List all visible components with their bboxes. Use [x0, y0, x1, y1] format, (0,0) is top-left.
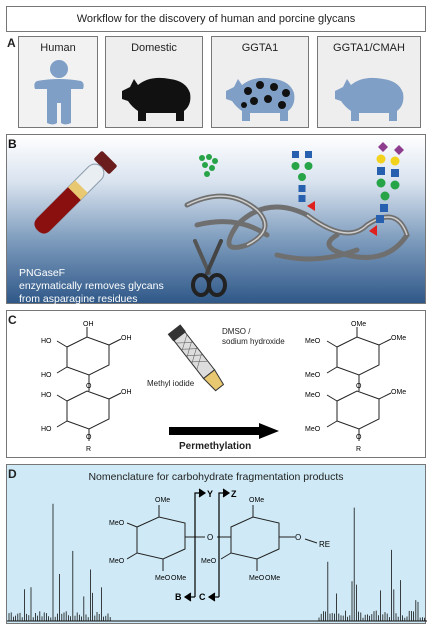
- c-right-ome-1: OMe: [351, 321, 366, 328]
- permethylation-arrow: [169, 423, 279, 439]
- frag-c-label: C: [199, 592, 206, 602]
- panel-b-letter: B: [8, 137, 17, 151]
- c-left-r: R: [86, 446, 91, 453]
- c-left-oh-2: OH: [121, 335, 132, 342]
- species-ggta1-cmah-box: GGTA1/CMAH: [317, 36, 421, 128]
- panel-b-glycan-release: B: [6, 134, 426, 318]
- dmso-label: DMSO /: [222, 327, 251, 336]
- ms-spectrum-background: [7, 503, 427, 622]
- d-ome-1: OMe: [155, 497, 170, 504]
- c-left-ho-1: HO: [41, 338, 52, 345]
- panel-c-permethylation: C OH OH HO HO O OH HO HO O R DMSO / sodi…: [6, 310, 426, 458]
- frag-y-label: Y: [207, 489, 213, 499]
- glycoprotein-ribbon: [184, 193, 410, 262]
- c-right-ome-2: OMe: [391, 335, 406, 342]
- species-domestic-box: Domestic: [105, 36, 203, 128]
- high-mannose-glycan-icon: [199, 154, 218, 177]
- ggta1-cmah-pig-icon: [335, 77, 404, 121]
- complex-glycan-icon: [291, 151, 315, 211]
- species-human-label: Human: [40, 42, 76, 54]
- species-ggta1-cmah-label: GGTA1/CMAH: [333, 42, 405, 54]
- panel-c-letter: C: [8, 313, 17, 327]
- frag-z-label: Z: [231, 489, 237, 499]
- pngasef-line-1: PNGaseF: [19, 267, 66, 279]
- pngasef-description: PNGaseF enzymatically removes glycans fr…: [19, 267, 164, 319]
- c-left-o-ring: O: [86, 434, 92, 441]
- species-ggta1-label: GGTA1: [241, 42, 279, 54]
- c-left-oh-1: OH: [83, 321, 94, 328]
- ggta1-spotted-pig-icon: [226, 77, 295, 121]
- c-right-meo-4: MeO: [305, 426, 321, 433]
- c-left-ho-2: HO: [41, 372, 52, 379]
- d-ome-2: OMe: [171, 575, 186, 582]
- frag-b-label: B: [175, 592, 182, 602]
- permethylated-disaccharide-structure: OMe OMe MeO MeO O OMe MeO MeO O R: [305, 321, 406, 453]
- c-right-meo-2: MeO: [305, 372, 321, 379]
- c-right-ome-3: OMe: [391, 389, 406, 396]
- d-glycosidic-o: O: [207, 533, 213, 542]
- c-left-oh-3: OH: [121, 389, 132, 396]
- fragmentation-structure: Y Z B C OMe MeO MeO MeO OMe O OMe MeO Me…: [109, 488, 330, 602]
- c-right-meo-3: MeO: [305, 392, 321, 399]
- native-disaccharide-structure: OH OH HO HO O OH HO HO O R: [41, 321, 132, 453]
- d-ome-3: OMe: [249, 497, 264, 504]
- panel-d-fragmentation: D Nomenclature for carbohydrate fragment…: [6, 464, 427, 624]
- test-tube-icon: [34, 151, 117, 234]
- d-ome-4: OMe: [265, 575, 280, 582]
- d-re-label: RE: [319, 540, 330, 549]
- methyl-iodide-label: Methyl iodide: [147, 379, 195, 388]
- scissors-icon: [191, 239, 227, 297]
- c-right-meo-1: MeO: [305, 338, 321, 345]
- d-anomeric-o: O: [295, 533, 301, 542]
- reagent-label: DMSO / sodium hydroxide: [222, 327, 285, 347]
- figure-title-box: Workflow for the discovery of human and …: [6, 6, 426, 32]
- species-domestic-label: Domestic: [131, 42, 177, 54]
- species-human-box: Human: [18, 36, 98, 128]
- reaction-tube-icon: [167, 324, 225, 392]
- permethylation-label: Permethylation: [179, 441, 252, 452]
- d-meo-1: MeO: [109, 520, 125, 527]
- domestic-pig-icon: [122, 77, 191, 121]
- human-figure-icon: [34, 60, 84, 125]
- d-meo-5: MeO: [249, 575, 265, 582]
- sialylated-glycan-icon: [369, 142, 404, 236]
- panel-d-letter: D: [8, 467, 17, 481]
- c-right-r: R: [356, 446, 361, 453]
- d-meo-3: MeO: [155, 575, 171, 582]
- fragmentation-title: Nomenclature for carbohydrate fragmentat…: [88, 471, 344, 483]
- pngasef-line-2: enzymatically removes glycans: [19, 280, 164, 292]
- d-meo-4: MeO: [201, 558, 217, 565]
- c-right-o-link: O: [356, 383, 362, 390]
- figure-title: Workflow for the discovery of human and …: [76, 13, 356, 25]
- c-left-o-link: O: [86, 383, 92, 390]
- c-left-ho-3: HO: [41, 392, 52, 399]
- species-ggta1-box: GGTA1: [211, 36, 309, 128]
- pngasef-line-3: from asparagine residues: [19, 293, 138, 305]
- naoh-label: sodium hydroxide: [222, 337, 285, 346]
- c-left-ho-4: HO: [41, 426, 52, 433]
- c-right-o-ring: O: [356, 434, 362, 441]
- panel-a-letter: A: [7, 36, 16, 50]
- d-meo-2: MeO: [109, 558, 125, 565]
